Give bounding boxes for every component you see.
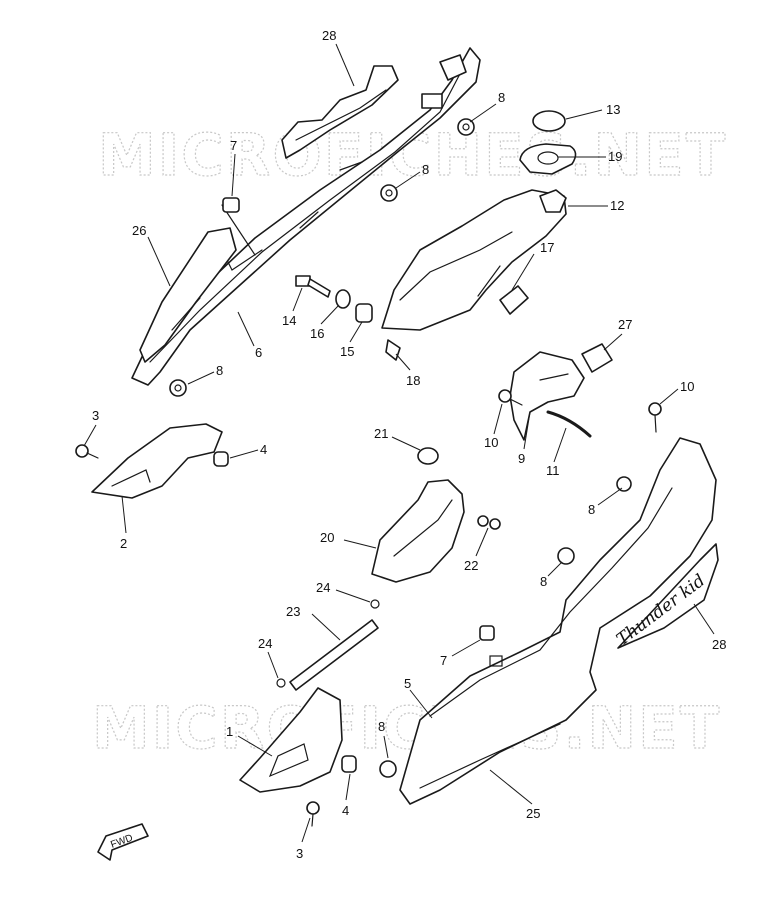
callout-7-b: 7 <box>440 653 447 668</box>
callout-19: 19 <box>608 149 622 164</box>
callout-12: 12 <box>610 198 624 213</box>
part-13-cap <box>532 110 566 132</box>
callout-1: 1 <box>226 724 233 739</box>
callout-7-a: 7 <box>230 138 237 153</box>
part-3-bolt-a <box>75 444 99 459</box>
callout-3-b: 3 <box>296 846 303 861</box>
part-8-grommet-b <box>380 184 398 202</box>
part-8-grommet-c <box>169 379 187 397</box>
callout-20: 20 <box>320 530 334 545</box>
part-21-cap <box>417 447 439 465</box>
leader-lines <box>83 43 715 843</box>
callout-21: 21 <box>374 426 388 441</box>
part-15-collar <box>355 303 373 323</box>
part-1-lower-bracket <box>239 687 343 793</box>
callout-26: 26 <box>132 223 146 238</box>
part-4-nut-a <box>213 451 229 467</box>
part-27-pad <box>581 343 613 373</box>
part-22-bolt <box>477 515 501 530</box>
callout-10-b: 10 <box>484 435 498 450</box>
callout-9: 9 <box>518 451 525 466</box>
part-19-gasket <box>519 143 577 175</box>
part-14-bolt <box>295 275 331 298</box>
part-16-washer <box>335 289 351 309</box>
callout-17: 17 <box>540 240 554 255</box>
callout-22: 22 <box>464 558 478 573</box>
part-17-label <box>499 285 529 315</box>
watermark-bottom: MICROFICHES.NET <box>92 694 721 762</box>
callout-11: 11 <box>546 463 560 478</box>
part-24-clamp-b <box>276 678 286 688</box>
callout-15: 15 <box>340 344 354 359</box>
callout-4-a: 4 <box>260 442 267 457</box>
callout-14: 14 <box>282 313 296 328</box>
part-8-grommet-e <box>557 547 575 565</box>
callout-8-f: 8 <box>378 719 385 734</box>
callout-13: 13 <box>606 102 620 117</box>
part-25-side-cover <box>399 437 717 805</box>
callout-27: 27 <box>618 317 632 332</box>
part-26-side-panel <box>139 227 237 363</box>
part-20-reservoir <box>371 479 465 583</box>
fwd-arrow-badge: FWD <box>97 823 149 861</box>
callout-8-e: 8 <box>540 574 547 589</box>
callout-10-a: 10 <box>680 379 694 394</box>
callout-18: 18 <box>406 373 420 388</box>
callout-24-a: 24 <box>316 580 330 595</box>
part-28-upper-cover <box>281 65 399 159</box>
part-9-bracket-cover <box>509 351 585 441</box>
part-7-bushing-a <box>222 197 240 213</box>
part-24-clamp-a <box>370 599 380 609</box>
callout-labels: 28 8 13 19 7 8 12 26 17 14 16 15 6 27 18… <box>92 28 726 861</box>
part-10-screw-a <box>498 389 523 406</box>
part-8-grommet-a <box>457 118 475 136</box>
callout-28-lower: 28 <box>712 637 726 652</box>
callout-16: 16 <box>310 326 324 341</box>
part-4-nut-b <box>341 755 357 773</box>
part-10-screw-b <box>648 402 662 433</box>
callout-8-a: 8 <box>498 90 505 105</box>
part-11-strap <box>546 410 592 438</box>
callout-24-b: 24 <box>258 636 272 651</box>
part-23-hose <box>289 619 379 691</box>
part-7-bushing-b <box>479 625 503 667</box>
callout-25: 25 <box>526 806 540 821</box>
callout-28-upper: 28 <box>322 28 336 43</box>
callout-6: 6 <box>255 345 262 360</box>
part-12-tank <box>381 189 567 331</box>
callout-8-b: 8 <box>422 162 429 177</box>
callout-8-d: 8 <box>588 502 595 517</box>
callout-8-c: 8 <box>216 363 223 378</box>
part-8-grommet-f <box>379 760 397 778</box>
part-6-frame-rail <box>131 47 481 386</box>
part-18-clip <box>385 339 401 361</box>
callout-2: 2 <box>120 536 127 551</box>
callout-4-b: 4 <box>342 803 349 818</box>
callout-5: 5 <box>404 676 411 691</box>
callout-23: 23 <box>286 604 300 619</box>
part-8-grommet-d <box>616 476 632 492</box>
callout-3-a: 3 <box>92 408 99 423</box>
part-3-bolt-b <box>306 801 320 827</box>
part-2-bracket <box>91 423 223 499</box>
